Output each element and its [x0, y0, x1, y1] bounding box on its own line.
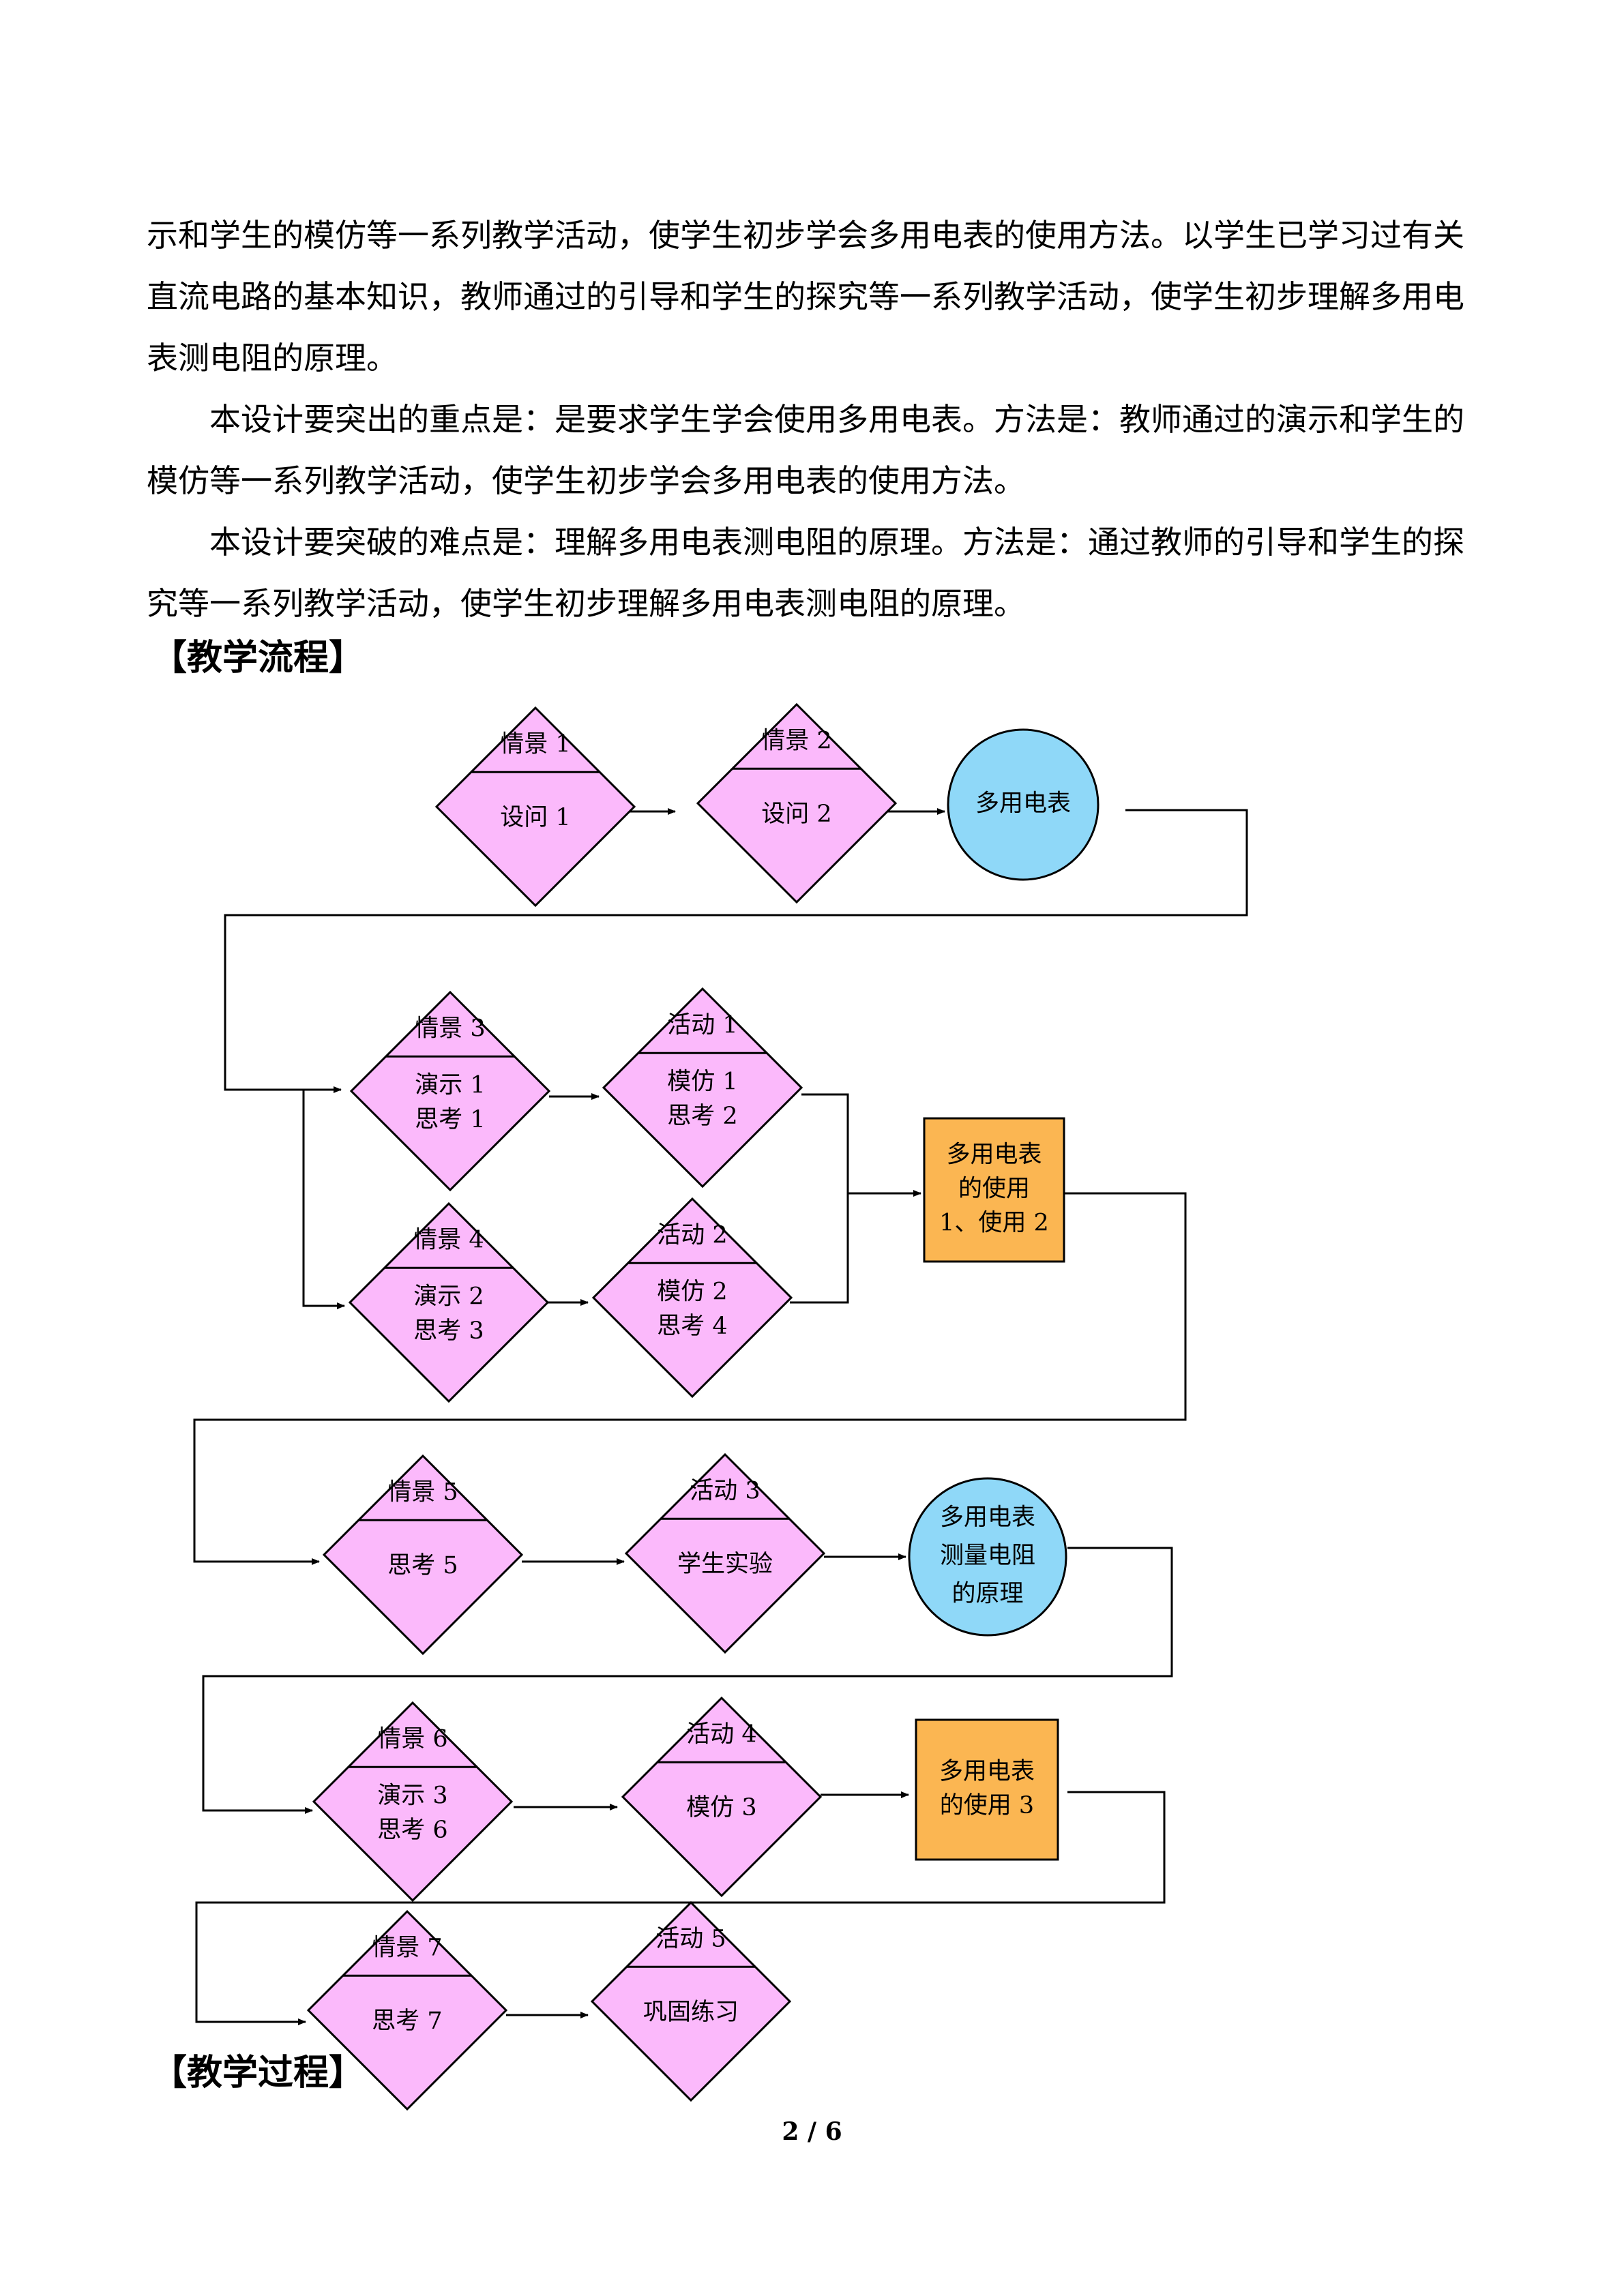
box-text-line: 多用电表 [946, 1142, 1042, 1169]
box-shape [923, 1117, 1065, 1263]
diamond-shape [624, 1452, 826, 1654]
diamond-title: 情景 3 [415, 1015, 485, 1043]
diamond-body-line: 模仿 1 [667, 1068, 737, 1095]
flow-node-activity-3: 活动 3 学生实验 [624, 1452, 826, 1654]
diamond-shape [621, 1696, 823, 1898]
flow-node-activity-2: 活动 2 模仿 2 思考 4 [591, 1197, 793, 1399]
diamond-body-line: 模仿 2 [657, 1278, 727, 1305]
diamond-title: 情景 5 [387, 1479, 458, 1506]
flow-node-scene-5: 情景 5 思考 5 [322, 1454, 524, 1656]
diamond-title: 情景 2 [761, 728, 831, 755]
page-number: 2 / 6 [782, 2117, 842, 2146]
section-heading-process: 【教学过程】 [151, 2052, 365, 2093]
circle-text-line: 的原理 [951, 1581, 1023, 1608]
connector-row1-to-scene3 [224, 809, 1248, 1093]
diamond-shape [591, 1197, 793, 1399]
diamond-body-line: 巩固练习 [643, 1999, 739, 2026]
diamond-title: 活动 1 [667, 1012, 737, 1039]
diamond-body-line: 演示 1 [415, 1071, 485, 1099]
flow-node-multimeter: 多用电表 [947, 728, 1099, 881]
diamond-body-line: 设问 1 [500, 804, 570, 831]
connector-activity2-to-usage [790, 1193, 849, 1304]
circle-shape [908, 1477, 1067, 1637]
intro-paragraph-1: 示和学生的模仿等一系列教学活动，使学生初步学会多用电表的使用方法。以学生已学习过… [147, 217, 1464, 376]
diamond-shape [312, 1701, 514, 1903]
flow-connectors [193, 808, 1248, 2025]
box-text-line: 的使用 [958, 1176, 1030, 1203]
diamond-title: 活动 3 [690, 1478, 760, 1505]
flow-node-activity-1: 活动 1 模仿 1 思考 2 [602, 987, 803, 1189]
diamond-title: 情景 6 [377, 1726, 447, 1753]
flow-node-scene-6: 情景 6 演示 3 思考 6 [312, 1701, 514, 1903]
flow-node-scene-4: 情景 4 演示 2 思考 3 [348, 1202, 550, 1403]
diamond-shape [306, 1909, 508, 2111]
connector-usage3-to-scene7 [195, 1791, 1166, 2025]
box-shape [915, 1718, 1059, 1861]
flow-node-usage-3: 多用电表的使用 3 [915, 1718, 1059, 1861]
diamond-body-line: 思考 1 [415, 1106, 485, 1133]
diamond-body-line: 演示 2 [413, 1283, 484, 1310]
circle-text-line: 多用电表 [975, 790, 1071, 818]
flow-node-activity-4: 活动 4 模仿 3 [621, 1696, 823, 1898]
flow-node-scene-2: 情景 2 设问 2 [696, 702, 898, 904]
connector-principle-to-scene6 [202, 1547, 1173, 1814]
connector-branch-to-scene4 [302, 1090, 345, 1309]
diamond-title: 情景 1 [500, 731, 570, 758]
diamond-title: 情景 4 [413, 1227, 484, 1254]
section-heading-flow: 【教学流程】 [151, 637, 365, 679]
diamond-body-line: 思考 3 [413, 1317, 484, 1345]
diamond-body-line: 思考 7 [372, 2008, 442, 2035]
intro-paragraph-3: 本设计要突破的难点是：理解多用电表测电阻的原理。方法是：通过教师的引导和学生的探… [147, 524, 1464, 622]
diamond-shape [434, 706, 636, 908]
flow-node-scene-1: 情景 1 设问 1 [434, 706, 636, 908]
diamond-body-line: 思考 6 [377, 1817, 447, 1844]
flow-node-usage-1-2: 多用电表的使用 1、使用 2 [923, 1117, 1065, 1263]
diamond-body-line: 模仿 3 [686, 1794, 756, 1821]
diamond-body-line: 演示 3 [377, 1782, 447, 1809]
intro-paragraph-2: 本设计要突出的重点是：是要求学生学会使用多用电表。方法是：教师通过的演示和学生的… [147, 401, 1464, 499]
circle-shape [947, 728, 1099, 881]
box-text-line: 多用电表 [939, 1758, 1035, 1785]
diamond-shape [349, 990, 551, 1192]
connector-activity1-to-usage [801, 1093, 921, 1197]
flow-node-activity-5: 活动 5 巩固练习 [590, 1900, 792, 2102]
diamond-shape [322, 1454, 524, 1656]
diamond-shape [348, 1202, 550, 1403]
box-text-line: 的使用 3 [940, 1792, 1034, 1819]
flow-node-scene-7: 情景 7 思考 7 [306, 1909, 508, 2111]
flow-node-scene-3: 情景 3 演示 1 思考 1 [349, 990, 551, 1192]
circle-text-line: 多用电表 [940, 1504, 1035, 1532]
diamond-title: 活动 2 [657, 1222, 727, 1249]
diamond-body-line: 设问 2 [761, 801, 831, 828]
circle-text-line: 测量电阻 [940, 1542, 1035, 1570]
diamond-shape [590, 1900, 792, 2102]
diamond-body-line: 思考 4 [657, 1313, 727, 1340]
diamond-body-line: 学生实验 [677, 1551, 773, 1578]
diamond-body-line: 思考 5 [387, 1552, 458, 1579]
diamond-title: 活动 5 [655, 1926, 726, 1953]
flow-nodes: 情景 1 设问 1 情景 2 设问 2 情景 3 演示 1 思考 1 活动 1 模仿 1 思考 2… [306, 702, 1099, 2111]
box-text-line: 1、使用 2 [939, 1210, 1049, 1237]
diamond-title: 情景 7 [372, 1935, 442, 1962]
connector-usage-to-scene5 [193, 1192, 1187, 1565]
diamond-body-line: 思考 2 [667, 1103, 737, 1130]
diamond-shape [696, 702, 898, 904]
diamond-shape [602, 987, 803, 1189]
diamond-title: 活动 4 [686, 1721, 756, 1748]
